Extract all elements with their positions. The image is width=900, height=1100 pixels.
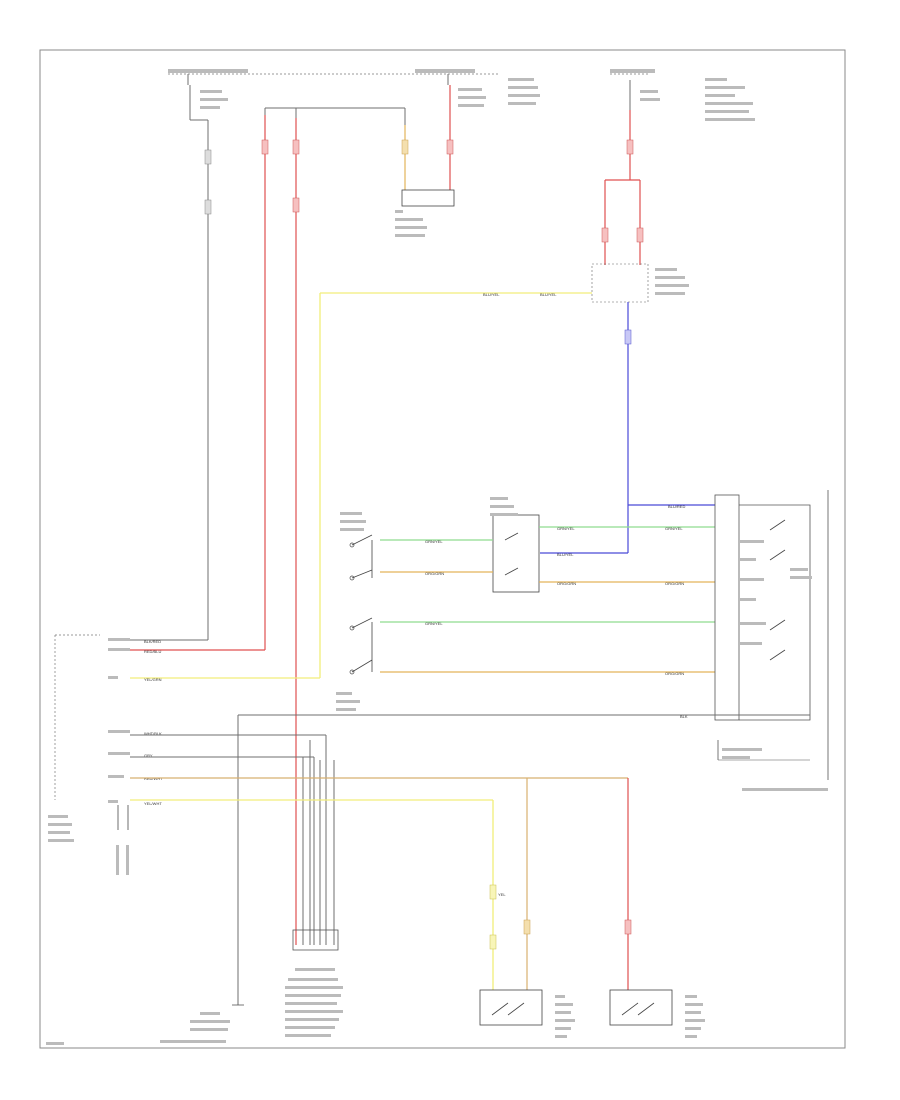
wire-label-blu-yel-1: BLU/YEL xyxy=(483,292,500,297)
wire-label-gry: GRY xyxy=(144,753,153,758)
ecm-bottom-connector xyxy=(285,929,343,1037)
wire-top-gray xyxy=(264,107,406,125)
wire-tan-lower xyxy=(130,777,632,990)
wire-label-blu-yel-ecm: BLU/YEL xyxy=(557,552,574,557)
wire-red-left xyxy=(130,115,266,651)
wire-orange: ORG/GRN ORG/GRN ORG/GRN ORG/GRN xyxy=(380,571,715,676)
left-door-switches xyxy=(340,512,373,675)
ground-symbol xyxy=(160,990,244,1043)
wire-label-org-grn-2: ORG/GRN xyxy=(557,581,576,586)
wire-blue: BLU/RED BLU/YEL xyxy=(540,302,715,557)
wire-label-yel-wht: YEL/WHT xyxy=(144,801,162,806)
wire-left-gray-vertical xyxy=(130,85,209,641)
fuse-bus-left xyxy=(168,73,650,85)
wire-label-grn-yel-2: GRN/YEL xyxy=(557,526,575,531)
top-fuse-labels xyxy=(168,69,755,121)
wire-label-org-grn-3: ORG/GRN xyxy=(665,581,684,586)
wire-ticks-left xyxy=(204,139,454,215)
left-ecm-connector: BLK/RED RED/BLU YEL/GRN WHT/BLK GRY RED/… xyxy=(48,634,163,875)
wire-label-yel: YEL xyxy=(498,892,506,897)
wire-label-grn-yel-3: GRN/YEL xyxy=(665,526,683,531)
diagram-frame xyxy=(39,49,846,1049)
wire-label-wht-blk: WHT/BLK xyxy=(144,731,162,736)
wire-power-relay xyxy=(591,80,689,303)
wire-label-blk: BLK xyxy=(680,714,688,719)
center-switch-block xyxy=(490,497,540,593)
wire-yellow-relay: BLU/YEL BLU/YEL xyxy=(130,292,592,679)
right-master-switch xyxy=(714,490,829,791)
wire-label-blu-yel-2: BLU/YEL xyxy=(540,292,557,297)
diagram-code-mark xyxy=(46,1042,64,1045)
wire-label-grn-yel-1: GRN/YEL xyxy=(425,539,443,544)
door-lock-switch-right xyxy=(609,989,705,1038)
wire-label-red-blu: RED/BLU xyxy=(144,649,161,654)
wire-label-grn-yel-4: GRN/YEL xyxy=(425,621,443,626)
wire-yellow-lower: YEL xyxy=(130,799,506,990)
wire-label-blu-red: BLU/RED xyxy=(668,504,685,509)
wire-gray-horizontal: BLK xyxy=(237,692,810,990)
wire-label-org-grn-4: ORG/GRN xyxy=(665,671,684,676)
wire-label-yel-grn: YEL/GRN xyxy=(144,677,162,682)
wire-label-org-grn-1: ORG/GRN xyxy=(425,571,444,576)
wire-gray-ecm xyxy=(130,734,335,945)
wire-label-blk-red-1: BLK/RED xyxy=(144,639,161,644)
wire-green: GRN/YEL GRN/YEL GRN/YEL GRN/YEL xyxy=(380,526,715,626)
top-relay-connector xyxy=(395,85,455,237)
door-lock-switch-left xyxy=(479,989,575,1038)
